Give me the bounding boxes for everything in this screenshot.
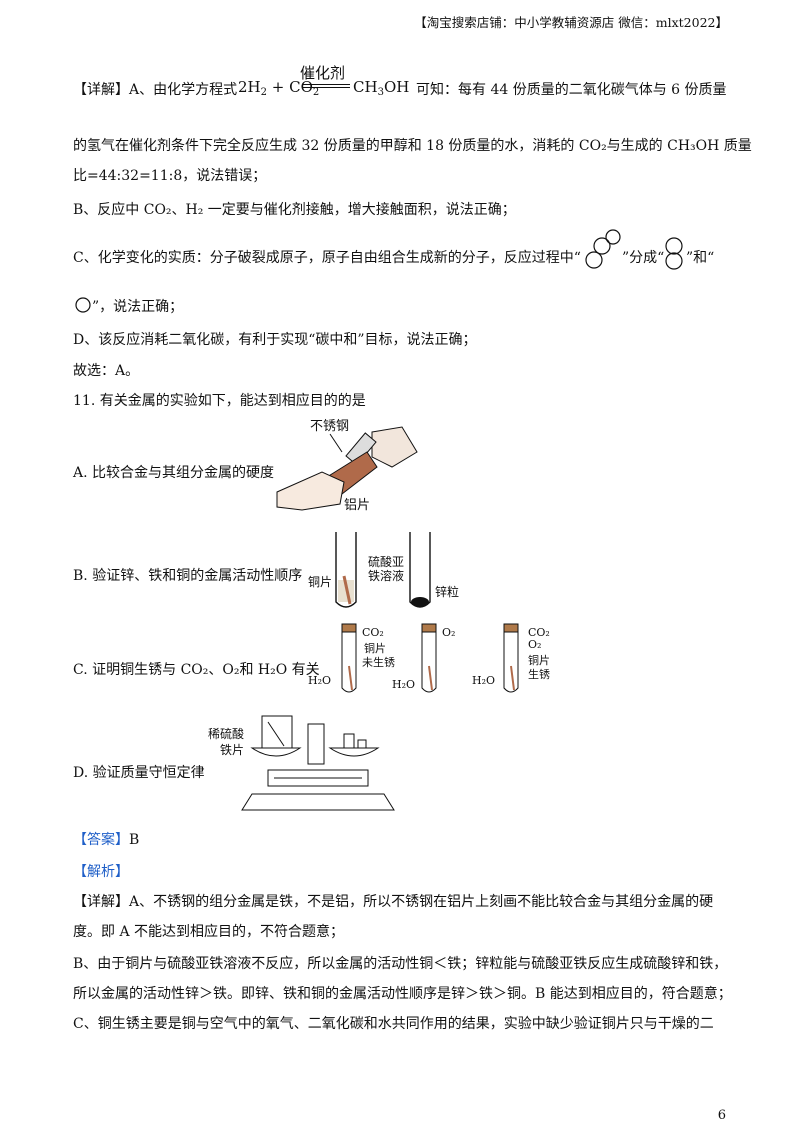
figure-b-test-tubes: 铜片 硫酸亚 铁溶液 锌粒 xyxy=(308,532,459,608)
eq-h2-sub: 2 xyxy=(260,87,267,98)
label-copper-tube: 铜片 xyxy=(364,641,386,655)
analysis-line-c1-mid: ”分成“ xyxy=(622,250,665,266)
solution-line-3: B、由于铜片与硫酸亚铁溶液不反应，所以金属的活动性铜＜铁；锌粒能与硫酸亚铁反应生… xyxy=(73,956,728,972)
label-o2-tube2: O₂ xyxy=(442,626,455,639)
label-h2o-tube1: H₂O xyxy=(308,674,331,687)
eq-ch3oh-sub: 3 xyxy=(377,87,384,98)
label-stainless-steel: 不锈钢 xyxy=(310,419,349,434)
label-co2-tube1: CO₂ xyxy=(362,626,384,639)
solution-tag: 【解析】 xyxy=(73,864,129,880)
eq-plus: + xyxy=(271,78,285,96)
solution-line-1: 【详解】A、不锈钢的组分金属是铁，不是铝，所以不锈钢在铝片上刻画不能比较合金与其… xyxy=(73,894,714,910)
label-o2-tube3: O₂ xyxy=(528,638,541,651)
equation-arrow-bottom xyxy=(302,87,350,88)
answer-value: B xyxy=(129,832,140,848)
analysis-line-b: B、反应中 CO₂、H₂ 一定要与催化剂接触，增大接触面积，说法正确； xyxy=(73,202,516,218)
label-dilute-sulfuric-acid: 稀硫酸 xyxy=(208,726,244,741)
analysis-line-a-suffix: 可知：每有 44 份质量的二氧化碳气体与 6 份质量 xyxy=(416,82,727,98)
label-feso4-line2: 铁溶液 xyxy=(368,568,404,583)
label-h2o-tube3: H₂O xyxy=(472,674,495,687)
question-stem: 11. 有关金属的实验如下，能达到相应目的的是 xyxy=(73,393,366,409)
label-no-rust: 未生锈 xyxy=(362,655,395,669)
eq-co2-sub: 2 xyxy=(312,87,320,98)
eq-h2: 2H xyxy=(238,78,261,96)
equation-arrow-top xyxy=(302,84,350,85)
eq-ch3oh-tail: OH xyxy=(383,78,410,96)
option-a: A. 比较合金与其组分金属的硬度 xyxy=(73,465,275,481)
catalyst-label: 催化剂 xyxy=(300,64,346,82)
analysis-line-a-prefix: 【详解】A、由化学方程式 xyxy=(73,82,238,98)
solution-line-2: 度。即 A 不能达到相应目的，不符合题意； xyxy=(73,924,345,940)
label-iron-sheet: 铁片 xyxy=(220,743,244,757)
analysis-line-c1: C、化学变化的实质：分子破裂成原子，原子自由组合生成新的分子，反应过程中“ xyxy=(73,250,581,266)
figure-d-balance: 稀硫酸 铁片 xyxy=(208,715,395,811)
figure-a-scratch-test: 不锈钢 铝片 xyxy=(276,419,418,513)
label-zinc-granules: 锌粒 xyxy=(435,584,459,599)
analysis-line-d: D、该反应消耗二氧化碳，有利于实现“碳中和”目标，说法正确； xyxy=(73,332,477,348)
option-b: B. 验证锌、铁和铜的金属活动性顺序 xyxy=(73,568,303,584)
page-header: 【淘宝搜索店铺：中小学教辅资源店 微信：mlxt2022】 xyxy=(414,15,728,30)
eq-co2: CO xyxy=(289,78,313,96)
analysis-line-c2: ”，说法正确； xyxy=(92,299,184,315)
option-d: D. 验证质量守恒定律 xyxy=(73,765,205,781)
solution-line-4: 所以金属的活动性锌＞铁。即锌、铁和铜的金属活动性顺序是锌＞铁＞铜。B 能达到相应… xyxy=(73,986,732,1002)
co2-molecule-icon xyxy=(585,229,621,269)
figure-c-rust-tubes: CO₂ O₂ 铜片 未生锈 H₂O H₂O H₂O CO₂ O₂ 铜片 生锈 xyxy=(308,623,550,693)
label-aluminum-sheet: 铝片 xyxy=(344,498,370,513)
atom-icon xyxy=(75,297,91,313)
label-copper-tube3: 铜片 xyxy=(528,653,550,667)
option-c: C. 证明铜生锈与 CO₂、O₂和 H₂O 有关 xyxy=(73,662,320,678)
analysis-line-c1-end: ”和“ xyxy=(686,250,715,266)
label-rust: 生锈 xyxy=(528,667,550,681)
solution-line-5: C、铜生锈主要是铜与空气中的氧气、二氧化碳和水共同作用的结果，实验中缺少验证铜片… xyxy=(73,1016,714,1032)
analysis-line-a3: 比=44:32=11:8，说法错误； xyxy=(73,168,267,184)
label-co2-tube3: CO₂ xyxy=(528,626,550,639)
chemical-equation: 催化剂 2H2 + CO2 CH3OH xyxy=(238,62,418,102)
h2-split-molecule-icon xyxy=(665,237,683,270)
label-h2o-tube2: H₂O xyxy=(392,678,415,691)
label-feso4-line1: 硫酸亚 xyxy=(368,554,404,569)
label-copper-sheet: 铜片 xyxy=(308,574,332,589)
page-number: 6 xyxy=(717,1108,726,1123)
answer-tag: 【答案】 xyxy=(73,832,129,848)
eq-ch3oh: CH xyxy=(353,78,378,96)
analysis-choice: 故选：A。 xyxy=(73,363,140,379)
analysis-line-a2: 的氢气在催化剂条件下完全反应生成 32 份质量的甲醇和 18 份质量的水，消耗的… xyxy=(73,138,752,154)
